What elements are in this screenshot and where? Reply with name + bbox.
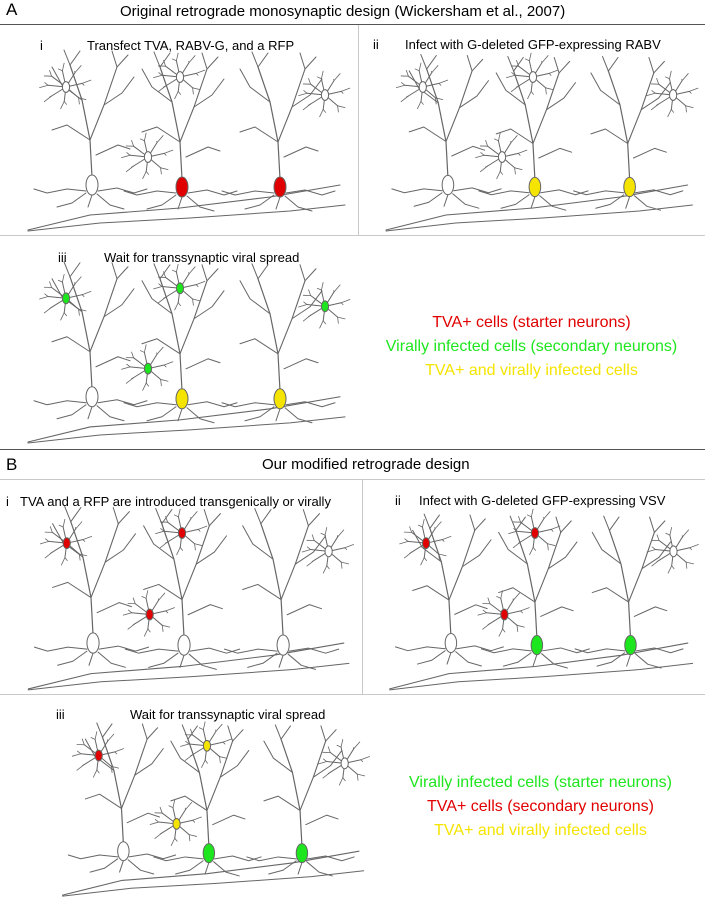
panel-b-iii-neuron-diagram (62, 721, 370, 897)
legend-a: TVA+ cells (starter neurons) Virally inf… (358, 314, 705, 386)
divider (0, 235, 705, 236)
pyramidal-neuron (221, 263, 336, 424)
legend-b-item-2: TVA+ cells (secondary neurons) (427, 798, 654, 815)
stellate-neuron (39, 518, 93, 566)
panel-a-i: i Transfect TVA, RABV-G, and a RFP (0, 25, 358, 235)
section-b-title: Our modified retrograde design (262, 456, 470, 473)
divider (0, 694, 705, 695)
divider (358, 25, 359, 235)
stellate-neuron (121, 344, 174, 391)
stellate-neuron (121, 132, 174, 180)
stellate-neuron (301, 527, 354, 574)
stellate-neuron (317, 739, 370, 786)
legend-b-item-1: Virally infected cells (starter neurons) (409, 774, 672, 791)
stellate-neuron (149, 799, 202, 846)
stellate-neuron (155, 508, 208, 556)
panel-b-ii-neuron-diagram (389, 508, 699, 691)
pyramidal-neuron (480, 515, 590, 669)
pyramidal-neuron (123, 51, 238, 212)
panel-a-ii: ii Infect with G-deleted GFP-expressing … (359, 25, 705, 235)
panel-b-i-caption: TVA and a RFP are introduced transgenica… (20, 494, 331, 509)
axon-bundle (27, 642, 350, 691)
pyramidal-neuron (153, 724, 262, 877)
pyramidal-neuron (391, 54, 502, 209)
panel-b-iii: iii Wait for transsynaptic viral spread (36, 695, 376, 900)
panel-a-iii-neuron-diagram (27, 261, 351, 444)
panel-b-ii-caption: Infect with G-deleted GFP-expressing VSV (419, 493, 666, 508)
legend-b-item-3: TVA+ and virally infected cells (434, 822, 647, 839)
stellate-neuron (298, 282, 351, 329)
section-a-rule (0, 24, 705, 25)
panel-a-ii-numeral: ii (373, 37, 379, 52)
stellate-neuron (395, 62, 449, 110)
divider (0, 479, 705, 480)
panel-b-i: i TVA and a RFP are introduced transgeni… (0, 480, 362, 694)
panel-b-ii: ii Infect with G-deleted GFP-expressing … (363, 480, 705, 694)
stellate-neuron (153, 52, 206, 100)
pyramidal-neuron (246, 724, 355, 877)
section-b-letter: B (6, 455, 18, 474)
axon-bundle (27, 184, 346, 232)
section-a-letter: A (6, 0, 18, 19)
pyramidal-neuron (394, 513, 504, 667)
divider (362, 480, 363, 694)
panel-a-iii-caption: Wait for transsynaptic viral spread (104, 250, 300, 265)
panel-a-i-neuron-diagram (27, 49, 351, 232)
stellate-neuron (180, 721, 233, 768)
panel-a-iii-numeral: iii (58, 250, 67, 265)
stellate-neuron (122, 590, 175, 637)
panel-a-i-caption: Transfect TVA, RABV-G, and a RFP (87, 38, 295, 53)
stellate-neuron (39, 274, 92, 321)
pyramidal-neuron (33, 506, 150, 668)
pyramidal-neuron (33, 261, 148, 422)
legend-a-item-1: TVA+ cells (starter neurons) (432, 314, 631, 331)
legend-b: Virally infected cells (starter neurons)… (376, 774, 705, 846)
panel-b-ii-numeral: ii (395, 493, 401, 508)
stellate-neuron (475, 132, 528, 180)
stellate-neuron (71, 731, 124, 778)
stellate-neuron (508, 508, 561, 556)
pyramidal-neuron (573, 56, 684, 211)
pyramidal-neuron (67, 722, 177, 875)
stellate-neuron (646, 527, 699, 574)
pyramidal-neuron (574, 515, 684, 669)
section-a-title: Original retrograde monosynaptic design … (120, 3, 566, 20)
legend-a-item-3: TVA+ and virally infected cells (425, 362, 638, 379)
panel-b-iii-numeral: iii (56, 707, 65, 722)
legend-a-item-2: Virally infected cells (secondary neuron… (385, 338, 678, 355)
panel-a-iii: iii Wait for transsynaptic viral spread (0, 236, 358, 447)
section-b-rule (0, 449, 705, 450)
panel-b-iii-caption: Wait for transsynaptic viral spread (130, 707, 326, 722)
panel-b-i-neuron-diagram (27, 506, 354, 691)
panel-a-ii-caption: Infect with G-deleted GFP-expressing RAB… (405, 37, 661, 52)
pyramidal-neuron (123, 263, 238, 424)
panel-a-ii-neuron-diagram (385, 52, 699, 232)
stellate-neuron (39, 62, 92, 110)
panel-b-i-numeral: i (6, 494, 9, 509)
pyramidal-neuron (221, 51, 336, 212)
pyramidal-neuron (223, 508, 340, 670)
pyramidal-neuron (124, 508, 241, 670)
stellate-neuron (506, 52, 559, 100)
stellate-neuron (153, 263, 206, 311)
axon-bundle (27, 396, 346, 444)
stellate-neuron (298, 70, 351, 118)
stellate-neuron (399, 518, 452, 566)
stellate-neuron (646, 70, 699, 118)
pyramidal-neuron (478, 56, 589, 211)
panel-a-i-numeral: i (40, 38, 43, 53)
stellate-neuron (477, 590, 530, 637)
pyramidal-neuron (33, 49, 148, 210)
